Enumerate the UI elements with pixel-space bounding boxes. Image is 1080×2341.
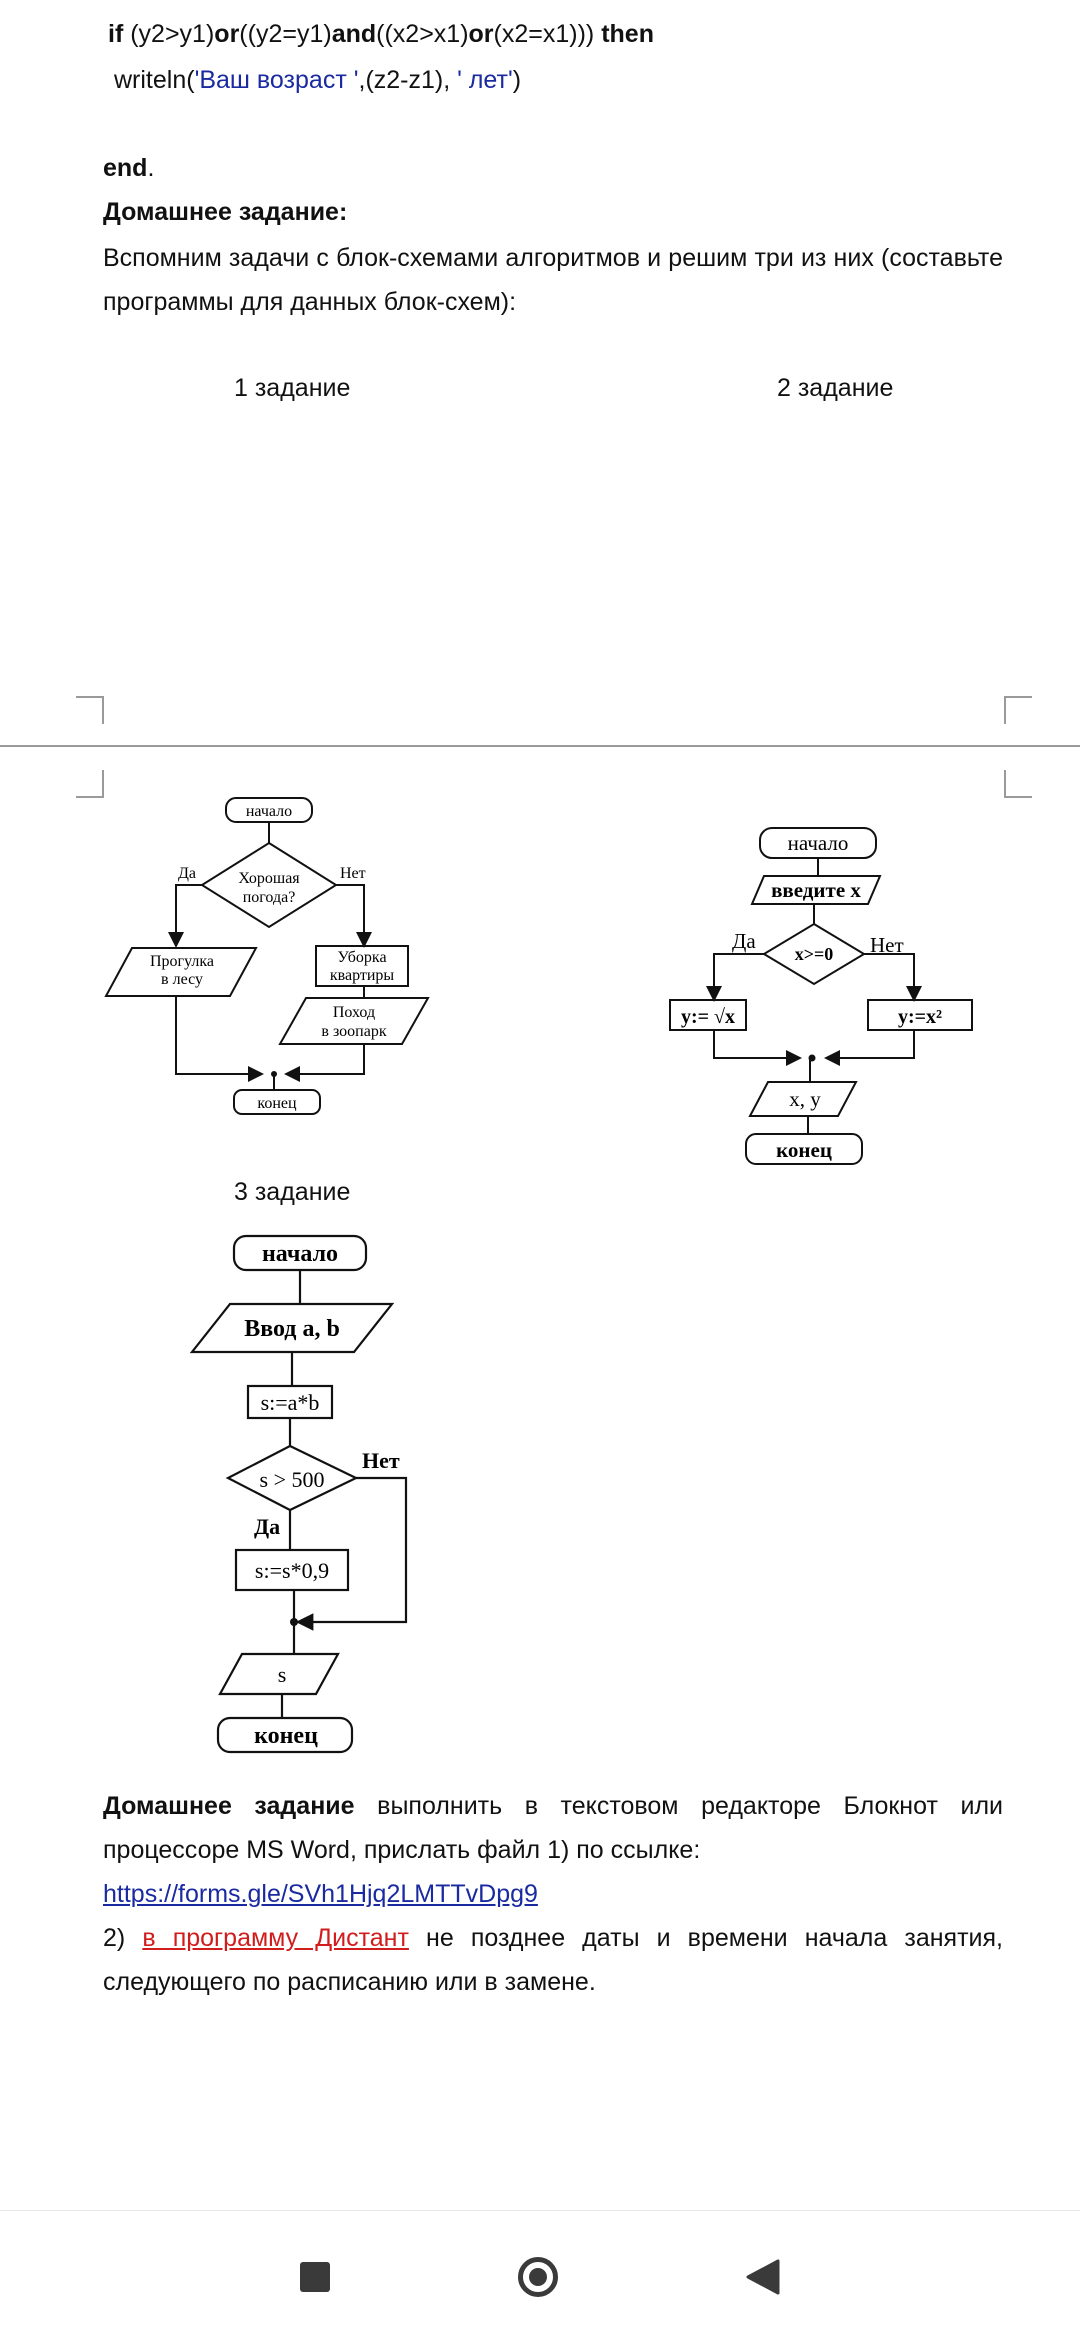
flow3-mul-text: s:=s*0,9 xyxy=(255,1558,329,1583)
code-writeln: writeln( xyxy=(114,66,195,94)
forms-link[interactable]: https://forms.gle/SVh1Hjq2LMTTvDpg9 xyxy=(103,1880,538,1908)
kw-then: then xyxy=(594,20,654,48)
flow1-left-parallelogram xyxy=(104,947,258,997)
flow3-mul-box xyxy=(234,1548,350,1592)
flow1-condition-diamond xyxy=(200,841,338,929)
flow3-end-text: конец xyxy=(254,1723,318,1749)
triangle-back-icon xyxy=(746,2259,780,2295)
flow3-yes-label: Да xyxy=(254,1514,280,1539)
circle-icon xyxy=(518,2257,558,2297)
flow3-start-text: начало xyxy=(262,1241,338,1267)
flow1-right-parallelogram xyxy=(278,997,430,1045)
flow2-output-text: x, y xyxy=(789,1087,821,1111)
flow1-right1-text-1: Уборка xyxy=(337,949,386,966)
flow2-end-text: конец xyxy=(776,1138,832,1162)
code-close-paren: ) xyxy=(512,66,522,94)
back-button[interactable] xyxy=(742,2257,782,2297)
code-string-2: ' лет' xyxy=(457,66,513,94)
flow3-no-label: Нет xyxy=(362,1448,400,1473)
task-label-1: 1 задание xyxy=(234,374,351,402)
flow1-left-text-2: в лесу xyxy=(161,971,203,988)
page-corner-top-right xyxy=(1004,770,1032,798)
distant-link[interactable]: в программу Дистант xyxy=(142,1924,409,1952)
flow2-input-parallelogram xyxy=(750,875,882,905)
code-string-1: 'Ваш возраст ' xyxy=(194,66,359,94)
code-end: end. xyxy=(103,148,154,188)
code-line-2: writeln('Ваш возраст ',(z2-z1), ' лет') xyxy=(114,60,521,100)
square-icon xyxy=(300,2262,330,2292)
flow2-right-box xyxy=(867,999,973,1031)
flow3-end-box xyxy=(216,1716,354,1754)
page-divider xyxy=(0,745,1080,747)
flow2-right-text: y:=x² xyxy=(898,1006,942,1028)
flow2-no-label: Нет xyxy=(870,933,904,957)
flow1-right2-text-2: в зоопарк xyxy=(321,1023,386,1040)
flow1-right2-text-1: Поход xyxy=(333,1004,375,1021)
page-corner-bottom-left xyxy=(76,696,104,724)
flow3-input-text: Ввод a, b xyxy=(244,1316,340,1342)
flow1-end-box xyxy=(233,1089,321,1115)
page-corner-top-left xyxy=(76,770,104,798)
code-args: ,(z2-z1), xyxy=(358,66,458,94)
system-nav-bar xyxy=(0,2210,1080,2341)
flow3-output-text: s xyxy=(278,1662,287,1687)
flow2-left-box xyxy=(669,999,747,1031)
kw-or: or xyxy=(214,20,240,48)
flow2-left-text: y:= √x xyxy=(681,1006,735,1028)
kw-end: end xyxy=(103,154,148,182)
task-label-2: 2 задание xyxy=(777,374,894,402)
flow1-start-text: начало xyxy=(246,803,292,820)
flow1-right1-text-2: квартиры xyxy=(330,967,395,984)
flow3-cond-text: s > 500 xyxy=(260,1467,325,1492)
recent-apps-button[interactable] xyxy=(298,2260,332,2294)
kw-if: if xyxy=(108,20,124,48)
flow1-no-label: Нет xyxy=(340,865,366,882)
page-corner-bottom-right xyxy=(1004,696,1032,724)
homework-link-line: https://forms.gle/SVh1Hjq2LMTTvDpg9 xyxy=(103,1872,538,1916)
kw-or-2: or xyxy=(468,20,494,48)
flow1-yes-label: Да xyxy=(178,865,196,882)
flow3-assign-text: s:=a*b xyxy=(261,1390,320,1415)
item-2-number: 2) xyxy=(103,1924,143,1952)
flow1-cond-text-2: погода? xyxy=(243,889,296,906)
code-dot: . xyxy=(147,154,155,182)
code-cond-c: ((x2>x1) xyxy=(376,20,469,48)
item-2-text: не позднее даты и времени начала занятия… xyxy=(103,1924,1003,1996)
task-label-3: 3 задание xyxy=(234,1178,351,1206)
flow2-cond-text: x>=0 xyxy=(795,944,834,964)
code-cond-b: ((y2=y1) xyxy=(239,20,332,48)
code-cond-d: (x2=x1))) xyxy=(493,20,595,48)
intro-paragraph: Вспомним задачи с блок-схемами алгоритмо… xyxy=(103,244,1003,316)
flow2-input-text: введите x xyxy=(771,878,861,902)
flow3-output-parallelogram xyxy=(218,1652,340,1696)
homework-bold-label: Домашнее задание xyxy=(103,1792,355,1820)
homework-paragraph-1: Домашнее задание выполнить в текстовом р… xyxy=(103,1784,1003,1872)
code-line-1: if (y2>y1)or((y2=y1)and((x2>x1)or(x2=x1)… xyxy=(108,14,654,54)
flow2-yes-label: Да xyxy=(732,929,756,953)
flow1-right-box-1 xyxy=(315,945,409,987)
code-cond-a: (y2>y1) xyxy=(123,20,215,48)
flow3-input-parallelogram xyxy=(189,1302,395,1354)
home-button[interactable] xyxy=(512,2251,564,2303)
flow1-end-text: конец xyxy=(257,1095,297,1112)
homework-paragraph-2: 2) в программу Дистант не позднее даты и… xyxy=(103,1916,1003,2004)
flow2-end-box xyxy=(745,1133,863,1165)
kw-and: and xyxy=(331,20,377,48)
homework-text: выполнить в текстовом редакторе Блокнот … xyxy=(103,1792,1004,1864)
flow2-start-text: начало xyxy=(788,831,849,855)
flow1-cond-text-1: Хорошая xyxy=(238,870,300,887)
flow2-condition-diamond xyxy=(762,922,866,986)
flow1-left-text-1: Прогулка xyxy=(150,953,214,970)
homework-heading: Домашнее задание: xyxy=(103,198,348,226)
flow2-output-parallelogram xyxy=(748,1081,858,1117)
